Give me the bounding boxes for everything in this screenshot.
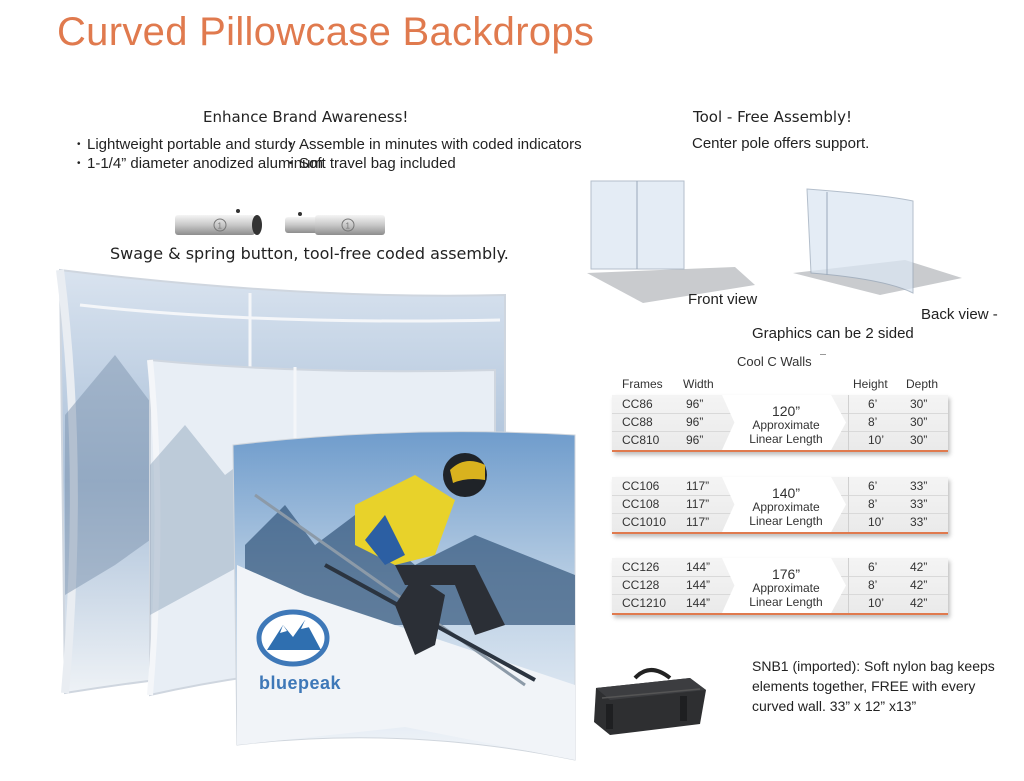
linear-length-label: Linear Length: [749, 514, 823, 528]
travel-bag-illustration: [594, 668, 706, 735]
bluepeak-logo-text: bluepeak: [259, 673, 342, 693]
feature-item: Soft travel bag included: [289, 154, 582, 173]
col-header-height: Height: [853, 377, 888, 391]
svg-text:1: 1: [218, 222, 223, 231]
left-feature-list: Lightweight portable and sturdy 1-1/4” d…: [77, 135, 323, 173]
front-view-label: Front view: [688, 291, 758, 308]
center-pole-text: Center pole offers support.: [692, 135, 870, 152]
bag-description: SNB1 (imported): Soft nylon bag keeps el…: [752, 656, 995, 716]
col-header-frames: Frames: [622, 377, 663, 391]
linear-length-label: Linear Length: [749, 432, 823, 446]
bag-text-line: elements together, FREE with every: [752, 678, 976, 694]
back-view-label: Back view -: [921, 306, 998, 323]
table-title: Cool C Walls: [737, 354, 812, 369]
two-sided-note: Graphics can be 2 sided: [752, 325, 914, 342]
feature-item: Assemble in minutes with coded indicator…: [289, 135, 582, 154]
swage-caption: Swage & spring button, tool-free coded a…: [110, 244, 509, 263]
length-arrow: [722, 558, 846, 613]
feature-item: 1-1/4” diameter anodized aluminum: [77, 154, 323, 173]
title-dash: [820, 354, 826, 355]
tool-free-heading: Tool - Free Assembly!: [693, 108, 852, 126]
views-illustration: [587, 180, 962, 303]
pole-connector-illustration: 1 1: [175, 209, 385, 235]
page-title: Curved Pillowcase Backdrops: [57, 10, 595, 54]
col-header-width: Width: [683, 377, 714, 391]
bag-text-line: curved wall. 33” x 12” x13”: [752, 698, 917, 714]
linear-length-value: 176”: [771, 566, 801, 582]
linear-length-value: 140”: [771, 485, 801, 501]
approx-label: Approximate: [752, 418, 820, 432]
linear-length-value: 120”: [771, 403, 801, 419]
length-arrow: [722, 395, 846, 450]
bag-text-line: SNB1 (imported): Soft nylon bag keeps: [752, 658, 995, 674]
linear-length-label: Linear Length: [749, 595, 823, 609]
svg-text:1: 1: [346, 222, 351, 231]
col-header-depth: Depth: [906, 377, 939, 391]
feature-item: Lightweight portable and sturdy: [77, 135, 323, 154]
curved-backdrop-illustration: [56, 268, 576, 761]
length-arrow: [722, 477, 846, 532]
approx-label: Approximate: [752, 581, 820, 595]
brand-awareness-heading: Enhance Brand Awareness!: [203, 108, 409, 126]
approx-label: Approximate: [752, 500, 820, 514]
middle-feature-list: Assemble in minutes with coded indicator…: [289, 135, 582, 173]
